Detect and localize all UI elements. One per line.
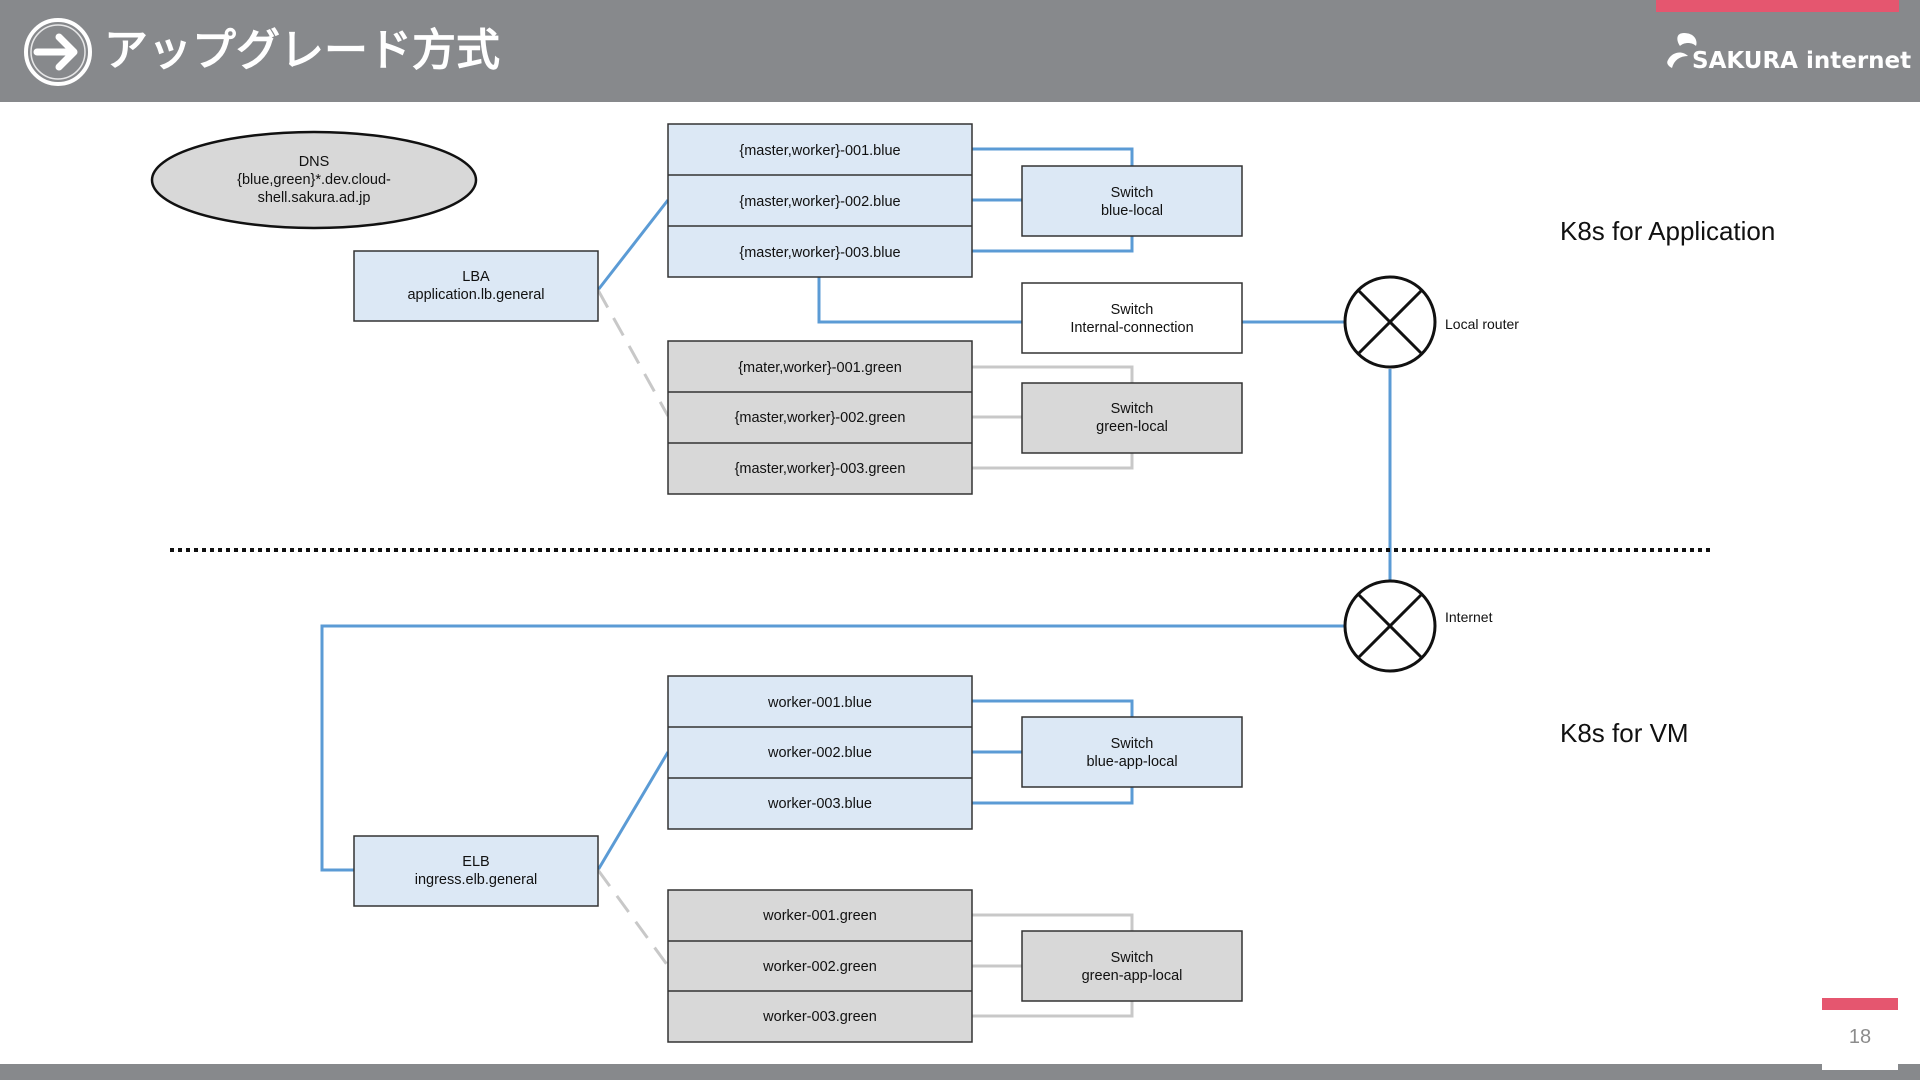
lba-blue-link bbox=[596, 199, 670, 291]
switch-green-app-local: Switch green-app-local bbox=[1021, 930, 1243, 1002]
internet-label: Internet bbox=[1445, 609, 1493, 625]
vm-green-node-group: worker-001.green worker-002.green worker… bbox=[667, 889, 973, 1043]
app-green-switch-links bbox=[972, 365, 1134, 470]
app-green-node-1: {mater,worker}-001.green bbox=[738, 360, 902, 376]
switch-blue-local-label-2: blue-local bbox=[1101, 203, 1163, 219]
app-blue-switch-links bbox=[972, 147, 1134, 253]
switch-green-app-local-label-1: Switch bbox=[1111, 950, 1154, 966]
app-blue-node-2: {master,worker}-002.blue bbox=[739, 194, 900, 210]
switch-internal-connection: Switch Internal-connection bbox=[1021, 282, 1243, 354]
switch-blue-local: Switch blue-local bbox=[1021, 165, 1243, 237]
switch-blue-app-local: Switch blue-app-local bbox=[1021, 716, 1243, 788]
lba-node: LBA application.lb.general bbox=[353, 250, 599, 322]
app-green-node-group: {mater,worker}-001.green {master,worker}… bbox=[667, 340, 973, 495]
switch-blue-app-local-label-2: blue-app-local bbox=[1086, 754, 1177, 770]
vm-green-node-1: worker-001.green bbox=[762, 908, 877, 924]
elb-label-2: ingress.elb.general bbox=[415, 872, 538, 888]
vm-blue-node-1: worker-001.blue bbox=[767, 695, 872, 711]
app-blue-node-3: {master,worker}-003.blue bbox=[739, 245, 900, 261]
vm-blue-node-3: worker-003.blue bbox=[767, 796, 872, 812]
arrow-right-circle-icon bbox=[24, 18, 92, 86]
app-green-node-3: {master,worker}-003.green bbox=[735, 461, 906, 477]
lba-label-1: LBA bbox=[462, 269, 490, 285]
local-router-label: Local router bbox=[1445, 316, 1519, 332]
switch-internal-label-2: Internal-connection bbox=[1070, 320, 1193, 336]
dns-label-3: shell.sakura.ad.jp bbox=[258, 190, 371, 206]
app-internal-link bbox=[817, 277, 1022, 324]
vm-blue-node-group: worker-001.blue worker-002.blue worker-0… bbox=[667, 675, 973, 830]
internet-elb-link bbox=[320, 624, 1345, 872]
app-green-node-2: {master,worker}-002.green bbox=[735, 410, 906, 426]
lba-green-link bbox=[596, 289, 670, 417]
elb-node: ELB ingress.elb.general bbox=[353, 835, 599, 907]
elb-label-1: ELB bbox=[462, 854, 489, 870]
vm-green-switch-links bbox=[972, 913, 1134, 1018]
elb-blue-link bbox=[596, 751, 670, 871]
footer-bar bbox=[0, 1064, 1920, 1080]
switch-green-local-label-1: Switch bbox=[1111, 401, 1154, 417]
vm-green-node-2: worker-002.green bbox=[762, 959, 877, 975]
vm-blue-switch-links bbox=[972, 699, 1134, 805]
switch-internal-label-1: Switch bbox=[1111, 302, 1154, 318]
vm-blue-node-2: worker-002.blue bbox=[767, 745, 872, 761]
vm-green-node-3: worker-003.green bbox=[762, 1009, 877, 1025]
switch-green-local: Switch green-local bbox=[1021, 382, 1243, 454]
app-blue-node-1: {master,worker}-001.blue bbox=[739, 143, 900, 159]
dns-label-1: DNS bbox=[299, 154, 330, 170]
switch-green-app-local-label-2: green-app-local bbox=[1082, 968, 1183, 984]
lba-label-2: application.lb.general bbox=[407, 287, 544, 303]
local-router-icon bbox=[1343, 275, 1437, 369]
dns-node: DNS {blue,green}*.dev.cloud- shell.sakur… bbox=[150, 130, 478, 230]
page-number: 18 bbox=[1848, 1026, 1872, 1048]
sakura-logo-icon bbox=[1667, 33, 1697, 68]
switch-blue-app-local-label-1: Switch bbox=[1111, 736, 1154, 752]
switch-green-local-label-2: green-local bbox=[1096, 419, 1168, 435]
dns-label-2: {blue,green}*.dev.cloud- bbox=[237, 172, 391, 188]
header-bar bbox=[0, 0, 1920, 102]
logo-wordmark: SAKURA internet bbox=[1692, 48, 1912, 74]
header-accent-stripe bbox=[1656, 0, 1899, 12]
page-title: アップグレード方式 bbox=[104, 25, 500, 76]
internet-router-icon bbox=[1343, 579, 1437, 673]
section-label-application: K8s for Application bbox=[1560, 216, 1775, 246]
page-number-accent bbox=[1822, 998, 1898, 1010]
switch-blue-local-label-1: Switch bbox=[1111, 185, 1154, 201]
elb-green-link bbox=[596, 869, 670, 967]
section-label-vm: K8s for VM bbox=[1560, 718, 1689, 748]
app-blue-node-group: {master,worker}-001.blue {master,worker}… bbox=[667, 123, 973, 278]
page-number-box bbox=[1822, 998, 1898, 1070]
